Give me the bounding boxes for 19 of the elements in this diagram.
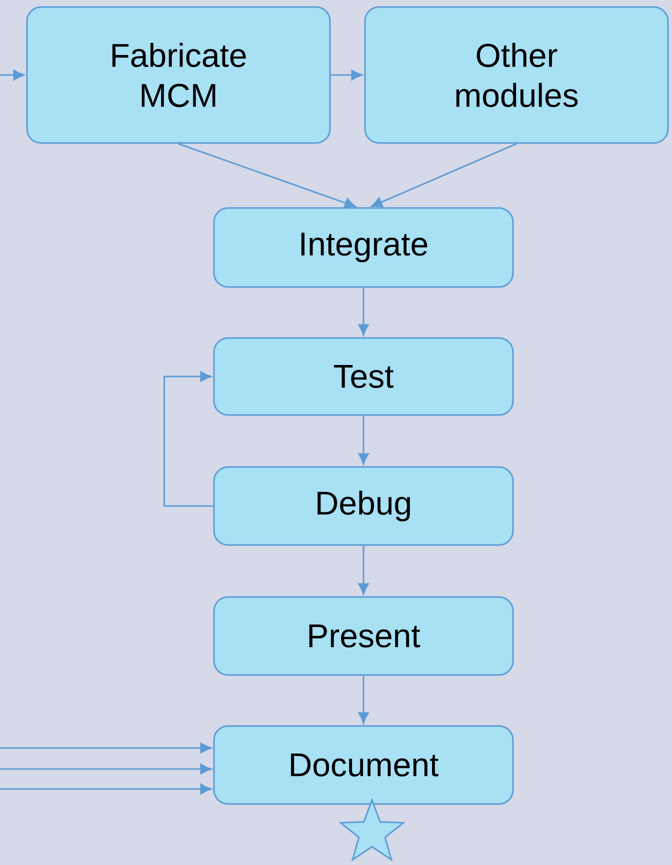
process-box: Document: [213, 725, 514, 805]
process-box: Present: [213, 596, 514, 676]
arrow: [358, 676, 369, 724]
process-box: Integrate: [213, 207, 514, 288]
process-box: Test: [213, 337, 514, 416]
arrow: [164, 371, 214, 507]
arrow: [358, 416, 369, 464]
arrow: [371, 143, 517, 208]
arrow: [0, 764, 212, 774]
arrow: [178, 143, 356, 208]
arrow: [0, 784, 212, 794]
process-box: Fabricate MCM: [26, 6, 331, 144]
arrow: [0, 742, 212, 754]
process-box: Debug: [213, 466, 514, 546]
process-box: Other modules: [364, 6, 669, 144]
arrow: [330, 70, 362, 80]
arrow: [358, 288, 369, 336]
arrow: [0, 70, 24, 80]
arrow: [358, 546, 369, 594]
